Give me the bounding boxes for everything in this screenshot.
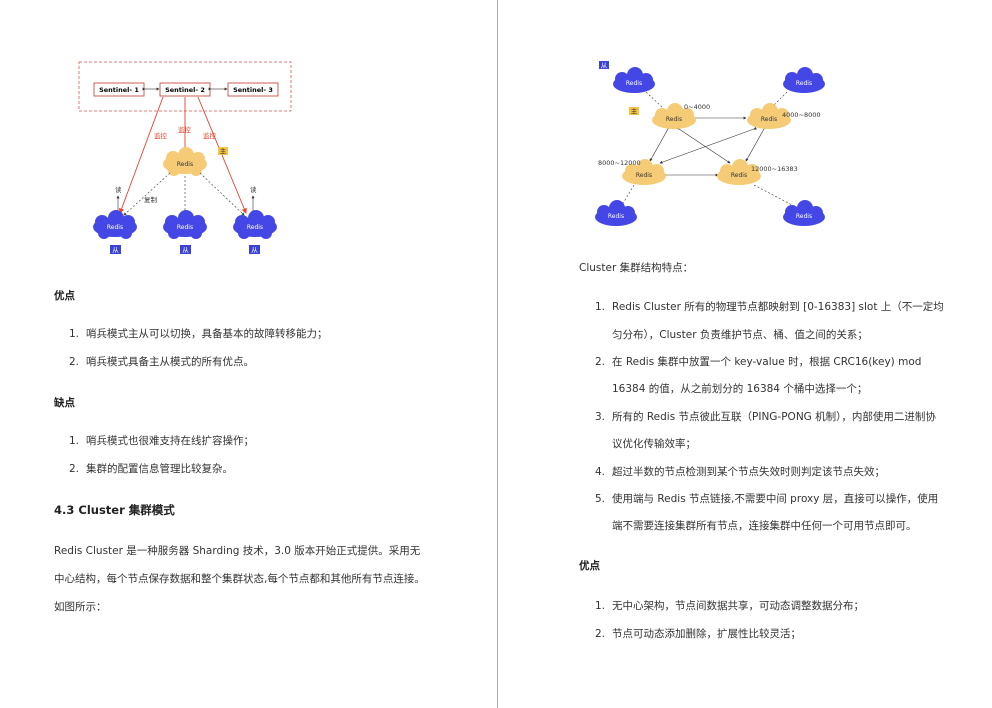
list-item: 4.超过半数的节点检测到某个节点失效时则判定该节点失效； — [595, 466, 885, 478]
slave-tag-box — [599, 61, 609, 69]
cluster-master-cloud-4 — [717, 159, 761, 185]
sentinel-1-label: Sentinel- 1 — [99, 86, 139, 94]
slave-tag-1: 从 — [112, 246, 119, 254]
monitor-label-1: 监控 — [154, 131, 168, 140]
slave-node-1-label: Redis — [107, 224, 123, 231]
cluster-slave-tag: 从 — [601, 62, 608, 70]
cluster-master-2-label: Redis — [761, 116, 777, 123]
list-item-continuation: 端不需要连接集群所有节点，连接集群中任何一个可用节点即可。 — [612, 520, 917, 532]
slave-tag-box-1 — [110, 245, 121, 254]
slave-cloud-3 — [233, 210, 277, 239]
list-item: 1.哨兵模式主从可以切换，具备基本的故障转移能力； — [69, 328, 328, 340]
monitor-label-3: 监控 — [203, 131, 217, 140]
slot-range-4: 12000~16383 — [751, 165, 798, 173]
slave-node-2-label: Redis — [177, 224, 193, 231]
slave-cloud-1 — [93, 210, 137, 239]
slot-range-2: 4000~8000 — [782, 111, 821, 119]
slave-node-3-label: Redis — [247, 224, 263, 231]
paragraph-line: 中心结构，每个节点保存数据和整个集群状态,每个节点都和其他所有节点连接。 — [54, 573, 425, 585]
cluster-master-3-label: Redis — [636, 172, 652, 179]
cluster-slave-cloud-1 — [613, 67, 655, 93]
cluster-slave-4-label: Redis — [796, 213, 812, 220]
list-item-continuation: 议优化传输效率； — [612, 438, 696, 450]
slave-tag-2: 从 — [182, 246, 189, 254]
cluster-diagram: 从 主 Redis Redis Redis Redis Redis Redis — [595, 61, 825, 226]
list-item: 3.所有的 Redis 节点彼此互联（PING-PONG 机制），内部使用二进制… — [595, 411, 936, 423]
slave-tag-box-2 — [180, 245, 191, 254]
cluster-slave-cloud-3 — [595, 200, 637, 226]
list-item: 1.Redis Cluster 所有的物理节点都映射到 [0-16383] sl… — [595, 301, 944, 313]
replicate-label: 复制 — [144, 195, 158, 204]
list-item: 1.无中心架构，节点间数据共享，可动态调整数据分布； — [595, 600, 864, 612]
slave-cloud-2 — [163, 210, 207, 239]
sentinel-2-label: Sentinel- 2 — [165, 86, 205, 94]
list-item: 5.使用端与 Redis 节点链接,不需要中间 proxy 层，直接可以操作，使… — [595, 493, 939, 505]
right-page: 从 主 Redis Redis Redis Redis Redis Redis — [498, 0, 992, 708]
sentinel-3-label: Sentinel- 3 — [233, 86, 273, 94]
cluster-slave-2-label: Redis — [796, 80, 812, 87]
slave-tag-3: 从 — [251, 246, 258, 254]
sentinel-diagram: Sentinel- 1 Sentinel- 2 Sentinel- 3 监控 监… — [78, 61, 292, 254]
read-label-2: 读 — [250, 185, 257, 194]
advantages-heading: 优点 — [54, 290, 75, 302]
cluster-master-1-label: Redis — [666, 116, 682, 123]
monitor-arrow-1 — [119, 96, 164, 214]
cluster-master-cloud-1 — [652, 103, 696, 129]
paragraph-line: Redis Cluster 是一种服务器 Sharding 技术，3.0 版本开… — [54, 545, 421, 557]
cluster-advantages-heading: 优点 — [579, 560, 600, 572]
cluster-slave-cloud-4 — [783, 200, 825, 226]
cluster-master-4-label: Redis — [731, 172, 747, 179]
paragraph-line: 如图所示： — [54, 601, 107, 613]
master-node-label: Redis — [177, 161, 193, 168]
slot-range-1: 0~4000 — [684, 103, 710, 111]
page-divider — [497, 0, 498, 708]
slot-range-3: 8000~12000 — [598, 159, 641, 167]
master-tag-box — [629, 107, 639, 115]
list-item-continuation: 16384 的值，从之前划分的 16384 个桶中选择一个； — [612, 383, 868, 395]
read-label-1: 读 — [115, 185, 122, 194]
master-cloud — [163, 147, 207, 176]
cluster-master-tag: 主 — [631, 107, 638, 116]
cluster-slave-cloud-2 — [783, 67, 825, 93]
cluster-slave-1-label: Redis — [626, 80, 642, 87]
master-tag-box — [218, 147, 228, 155]
list-item: 2.在 Redis 集群中放置一个 key-value 时，根据 CRC16(k… — [595, 356, 922, 368]
cluster-slave-3-label: Redis — [608, 213, 624, 220]
left-page: Sentinel- 1 Sentinel- 2 Sentinel- 3 监控 监… — [54, 61, 425, 613]
slave-tag-box-3 — [249, 245, 260, 254]
disadvantages-heading: 缺点 — [54, 397, 75, 409]
features-title: Cluster 集群结构特点： — [579, 262, 694, 274]
list-item-continuation: 匀分布），Cluster 负责维护节点、桶、值之间的关系； — [612, 329, 868, 341]
list-item: 2.节点可动态添加删除，扩展性比较灵活； — [595, 628, 801, 640]
section-title: 4.3 Cluster 集群模式 — [54, 503, 175, 517]
list-item: 2.集群的配置信息管理比较复杂。 — [69, 463, 233, 475]
sentinel-3-box — [227, 82, 279, 97]
monitor-label-2: 监控 — [178, 125, 192, 134]
list-item: 1.哨兵模式也很难支持在线扩容操作； — [69, 435, 254, 447]
cluster-master-cloud-3 — [622, 159, 666, 185]
cluster-master-cloud-2 — [747, 103, 791, 129]
master-tag: 主 — [220, 147, 227, 156]
list-item: 2.哨兵模式具备主从模式的所有优点。 — [69, 356, 254, 368]
